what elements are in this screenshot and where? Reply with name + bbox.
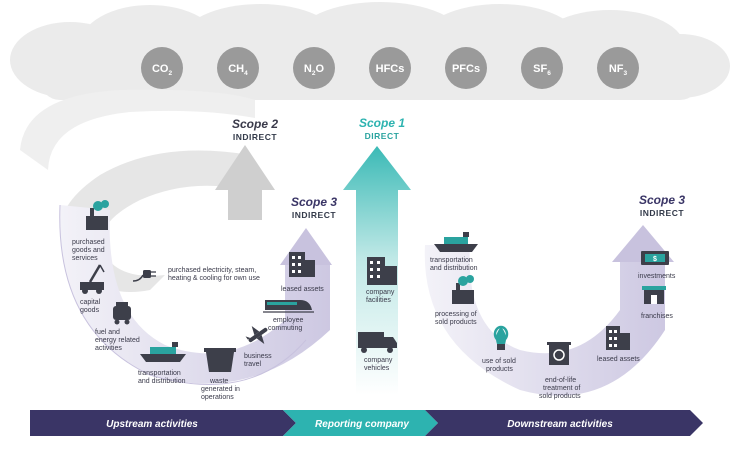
scope3-downstream-subtitle: INDIRECT [640, 208, 684, 218]
truck-crane-icon [80, 264, 105, 294]
fuel-cart-icon [113, 302, 131, 325]
label-processing: processing of sold products [435, 311, 479, 326]
downstream-activities-label: Downstream activities [507, 419, 613, 430]
gas-circle [597, 47, 639, 89]
downstream-ship-icon [434, 232, 478, 252]
label-franchises: franchises [641, 313, 673, 320]
reporting-segment [283, 410, 438, 436]
gas-0: CO2 [141, 47, 183, 89]
scope2-subtitle: INDIRECT [233, 132, 277, 142]
label-fuel-energy: fuel and energy related activities [95, 329, 142, 352]
label-purchased-goods: purchased goods and services [72, 239, 107, 262]
downstream-segment [425, 410, 703, 436]
gas-label: HFCs [376, 63, 405, 75]
label-electricity: purchased electricity, steam, heating & … [168, 267, 260, 282]
gas-2: N2O [293, 47, 335, 89]
label-employee-commuting: employee commuting [268, 317, 305, 332]
upstream-segment [30, 410, 296, 436]
scope1-subtitle: DIRECT [365, 131, 400, 141]
label-investments: investments [638, 273, 676, 280]
gas-circle [141, 47, 183, 89]
dumpster-icon [204, 348, 236, 372]
delivery-truck-icon [358, 332, 397, 353]
gas-circle [521, 47, 563, 89]
gas-label: CH4 [228, 63, 248, 77]
gas-label: CO2 [152, 63, 173, 77]
scope3-upstream-subtitle: INDIRECT [292, 210, 336, 220]
reporting-company-label: Reporting company [315, 419, 409, 430]
gas-label: NF3 [609, 63, 628, 77]
gas-6: NF3 [597, 47, 639, 89]
label-company-vehicles: company vehicles [364, 357, 394, 372]
label-upstream-leased-assets: leased assets [281, 286, 324, 293]
scope2-arrow [20, 89, 275, 292]
svg-text:$: $ [653, 256, 657, 263]
label-use-of-sold-products: use of sold products [482, 358, 518, 373]
gas-circle [293, 47, 335, 89]
activity-bar: Upstream activities Reporting company Do… [30, 410, 703, 436]
recycle-bin-icon [547, 342, 571, 365]
airplane-icon [245, 325, 268, 345]
upstream-arrow [59, 204, 332, 385]
upstream-activities-label: Upstream activities [106, 419, 198, 430]
label-end-of-life: end-of-life treatment of sold products [539, 377, 582, 400]
gas-3: HFCs [369, 47, 411, 89]
label-company-facilities: company facilities [366, 289, 396, 304]
label-downstream-transport: transportation and distribution [430, 257, 478, 272]
label-capital-goods: capital goods [80, 299, 102, 314]
downstream-building-icon [606, 326, 630, 350]
gas-5: SF6 [521, 47, 563, 89]
gas-1: CH4 [217, 47, 259, 89]
label-upstream-transport: transportation and distribution [138, 370, 186, 385]
scope3-upstream-title: Scope 3 [291, 195, 337, 209]
factory-icon [86, 200, 109, 230]
lightbulb-icon [493, 325, 509, 350]
label-waste: waste generated in operations [201, 378, 242, 401]
label-business-travel: business travel [244, 353, 274, 368]
building-icon [289, 252, 315, 277]
money-icon: $ [641, 251, 669, 265]
processing-factory-icon [452, 275, 474, 304]
gas-label: SF6 [533, 63, 551, 77]
label-downstream-leased-assets: leased assets [597, 356, 640, 363]
storefront-icon [642, 286, 666, 304]
scope3-downstream-title: Scope 3 [639, 193, 685, 207]
gas-circle [217, 47, 259, 89]
company-building-icon [367, 257, 397, 285]
gas-row: CO2 CH4 N2O HFCs PFCs SF6 NF3 [141, 47, 639, 89]
ship-icon [140, 342, 186, 362]
gas-circle [369, 47, 411, 89]
scope1-title: Scope 1 [359, 116, 405, 130]
gas-label: N2O [304, 63, 325, 77]
scope2-title: Scope 2 [232, 117, 278, 131]
train-icon [263, 300, 314, 313]
plug-icon [132, 270, 156, 282]
gas-circle [445, 47, 487, 89]
gas-4: PFCs [445, 47, 487, 89]
gas-label: PFCs [452, 63, 480, 75]
